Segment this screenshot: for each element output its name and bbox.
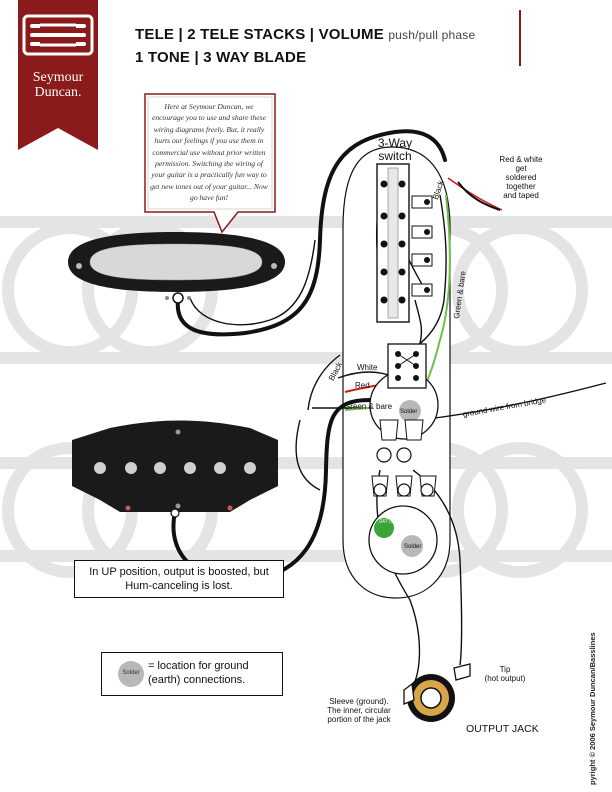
speech-bubble-text: Here at Seymour Duncan, we encourage you…: [150, 102, 268, 203]
up-note-line-2: Hum-canceling is lost.: [125, 580, 233, 592]
tone-pot: [368, 475, 438, 575]
sleeve-label-1: Sleeve (ground).: [329, 697, 389, 706]
switch-label: 3-Way switch: [372, 137, 418, 163]
page-title-line-2: 1 TONE | 3 WAY BLADE: [135, 49, 307, 66]
title-suffix: push/pull phase: [388, 28, 476, 42]
switch-label-line-2: switch: [378, 149, 412, 163]
header-divider: [519, 10, 521, 66]
legend-text-2: (earth) connections.: [148, 674, 246, 686]
switch-label-line-1: 3-Way: [377, 136, 413, 150]
red-white-note-4: together: [506, 182, 536, 191]
sleeve-label-2: The inner, circular: [327, 706, 391, 715]
red-white-lead: [447, 177, 503, 211]
red-white-note-5: and taped: [503, 191, 539, 200]
solder-legend: Solder = location for ground (earth) con…: [101, 652, 283, 696]
bridge-pickup: [72, 420, 278, 518]
logo-badge: [18, 0, 98, 150]
three-way-switch: [376, 163, 433, 323]
tip-label: Tip (hot output): [478, 665, 532, 683]
solder-label-1: Solder: [400, 409, 418, 415]
logo-line-1: Seymour: [32, 70, 84, 85]
red-white-note-2: get: [515, 164, 527, 173]
white-wire-label: White: [357, 363, 378, 372]
logo-line-2: Duncan.: [34, 85, 82, 100]
copyright-text: pyright © 2006 Seymour Duncan/Basslines: [588, 632, 597, 785]
tip-label-sub: (hot output): [484, 674, 526, 683]
output-jack-label: OUTPUT JACK: [466, 723, 539, 735]
up-position-note: In UP position, output is boosted, but H…: [74, 560, 284, 598]
red-white-note: Red & white get soldered together and ta…: [488, 155, 554, 200]
output-jack: [403, 663, 471, 722]
green-bare-label-bottom: Green & bare: [344, 402, 393, 411]
solder-label-2: Solder: [404, 544, 422, 550]
sleeve-label: Sleeve (ground). The inner, circular por…: [316, 697, 402, 724]
red-wire-label: Red: [355, 381, 370, 390]
legend-text-1: = location for ground: [148, 660, 249, 672]
solder-dot-icon: Solder: [118, 661, 144, 687]
neck-pickup: [68, 232, 285, 304]
up-note-line-1: In UP position, output is boosted, but: [89, 566, 269, 578]
volume-pot: [369, 343, 439, 463]
title-main: TELE | 2 TELE STACKS | VOLUME: [135, 26, 384, 43]
solder-dot-label: Solder: [122, 670, 140, 676]
sleeve-label-3: portion of the jack: [327, 715, 391, 724]
seymour-duncan-logo: Seymour Duncan.: [18, 0, 98, 150]
cap-label: .047 cap: [378, 519, 398, 525]
tip-label-main: Tip: [499, 665, 511, 674]
red-white-note-1: Red & white: [499, 155, 543, 164]
page-title-line-1: TELE | 2 TELE STACKS | VOLUME push/pull …: [135, 26, 475, 43]
speech-bubble: [144, 93, 276, 234]
legend-text: = location for ground (earth) connection…: [148, 659, 249, 687]
red-white-note-3: soldered: [505, 173, 537, 182]
neck-pickup-lead: [175, 129, 447, 337]
